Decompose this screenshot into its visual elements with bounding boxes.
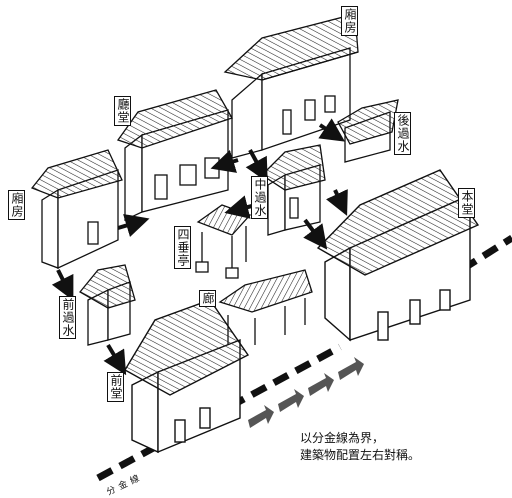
forward-arrows [248,357,364,428]
building-tingtang [116,89,233,222]
label-tingtang: 廳堂 [114,96,131,126]
flow-arrows [51,118,348,376]
building-benthang [316,169,480,342]
label-xiangfang-left: 廂房 [8,190,25,220]
building-qiantang [124,299,250,454]
caption: 以分金線為界， 建築物配置左右對稱。 [300,430,420,464]
caption-line1: 以分金線為界， [300,431,385,445]
label-xiangfang-top: 廂房 [341,6,358,36]
label-qiantang: 前堂 [107,372,124,402]
building-qianguoshui [79,264,136,346]
label-benthang: 本堂 [458,188,475,218]
building-zhongguoshui [260,144,326,236]
building-lang [218,269,313,350]
label-zhongguoshui: 中過水 [251,176,268,219]
label-sichuiting: 四垂亭 [174,226,191,269]
building-sichuiting [195,204,252,279]
building-xiangfang-left [30,149,123,270]
label-qianguoshui: 前過水 [59,296,76,339]
label-houguoshui: 後過水 [394,112,411,155]
caption-line2: 建築物配置左右對稱。 [300,448,421,462]
label-lang: 廊 [199,290,216,307]
building-xiangfang-top [223,13,359,159]
building-houguoshui [337,99,399,163]
